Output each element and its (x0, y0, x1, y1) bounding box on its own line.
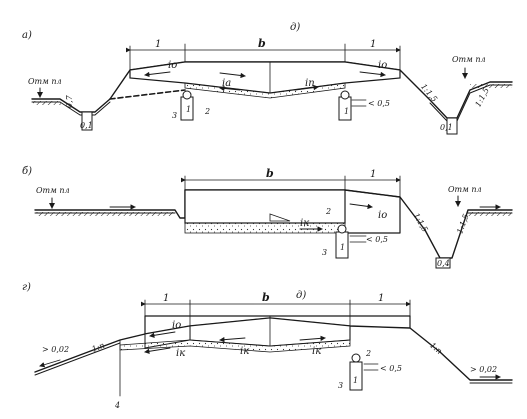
panel-b-bottom-depth: 0,4 (437, 259, 450, 268)
panel-b-slope-arrows (109, 203, 501, 232)
panel-a-pavement (109, 43, 401, 100)
panel-a-elev-markers (37, 67, 468, 98)
panel-a-shoulder-left: 1 (155, 39, 161, 50)
panel-a-slope-io-right: iо (378, 60, 387, 71)
panel-c-slope-left: > 0,02 (42, 345, 69, 354)
panel-c-callout-4: 4 (114, 401, 120, 410)
panel-c-shoulder-right: 1 (378, 293, 384, 304)
panel-b-callout-1: 1 (340, 243, 345, 252)
panel-b-drains (335, 224, 451, 269)
panel-c-drains (119, 339, 379, 397)
panel-c-callout-3: 3 (338, 381, 343, 390)
panel-c-shoulder-left: 1 (163, 293, 169, 304)
panel-c-ratio-left: 1:n (91, 341, 106, 354)
panel-a-slope-io-left: iо (168, 60, 177, 71)
panel-c-callout-2: 2 (365, 349, 371, 358)
panel-a-callout-3: 3 (172, 111, 177, 120)
panel-c-width-b: b (262, 291, 270, 304)
panel-b-letter: б) (22, 166, 32, 177)
panel-a-slope-arrows (144, 71, 386, 92)
panel-b-slope-ik: iк (300, 218, 309, 229)
panel-a-drains (81, 90, 458, 135)
panel-a-depth-bottom: 0,1 (80, 121, 93, 130)
panel-a-elev-left: Отм пл (28, 77, 62, 86)
panel-a-slope-in: iп (305, 78, 315, 89)
panel-a-callout-2: 2 (204, 107, 210, 116)
panel-b-elev-right: Отм пл (448, 185, 482, 194)
panel-b-ratio-left: 1:1,5 (412, 211, 430, 233)
panel-c-slope-right: > 0,02 (470, 365, 497, 374)
panel-a-shoulder-right: 1 (370, 39, 376, 50)
panel-b-callout-3: 3 (322, 248, 327, 257)
panel-c-slope-ik-3: iк (312, 346, 321, 357)
panel-c-drain-depth: < 0,5 (380, 364, 402, 373)
panel-a-depth-right: 0,1 (440, 123, 453, 132)
panel-a-depth-left: 0,7 (65, 94, 74, 108)
panel-b-callout-2: 2 (325, 207, 331, 216)
panel-b-slope-io: iо (378, 210, 387, 221)
panel-a-callout-1b: 1 (344, 107, 349, 116)
panel-a: а) д) Отм пл Отм пл b 1 1 iо iо iа iп 0,… (22, 22, 513, 135)
panel-c-letter: г) (22, 282, 31, 293)
panel-c-slope-io: iо (172, 320, 181, 331)
panel-c-callout-1: 1 (353, 376, 358, 385)
panel-b-drain-depth: < 0,5 (366, 235, 388, 244)
panel-a-letter: а) (22, 30, 32, 41)
panel-b-ratio-right: 1:1,5 (455, 213, 470, 235)
panel-a-slope-ia: iа (222, 78, 231, 89)
panel-b-pavement (181, 175, 401, 234)
panel-a-callout-1: 1 (186, 105, 191, 114)
panel-b-shoulder: 1 (370, 169, 376, 180)
panel-a-width-b: b (258, 37, 266, 50)
panel-c: г) д) b 1 1 iо iк iк iк > 0,02 > 0,02 1:… (22, 282, 513, 410)
panel-c-slope-ik-2: iк (240, 346, 249, 357)
panel-a-elev-right: Отм пл (452, 55, 486, 64)
panel-b-elev-left: Отм пл (36, 186, 70, 195)
panel-b: б) Отм пл Отм пл b 1 iо iк 1:1,5 1:1,5 <… (22, 166, 513, 269)
panel-c-slope-arrows (39, 331, 501, 380)
panel-c-letter-2: д) (296, 290, 306, 301)
panel-a-ratio-right: 1:1,5 (473, 86, 491, 108)
panel-a-letter-2: д) (290, 22, 300, 33)
panel-b-elev-markers (49, 195, 461, 209)
panel-a-drain-depth: < 0,5 (368, 99, 390, 108)
panel-b-width-b: b (266, 167, 274, 180)
panel-c-slope-ik-1: iк (176, 348, 185, 359)
